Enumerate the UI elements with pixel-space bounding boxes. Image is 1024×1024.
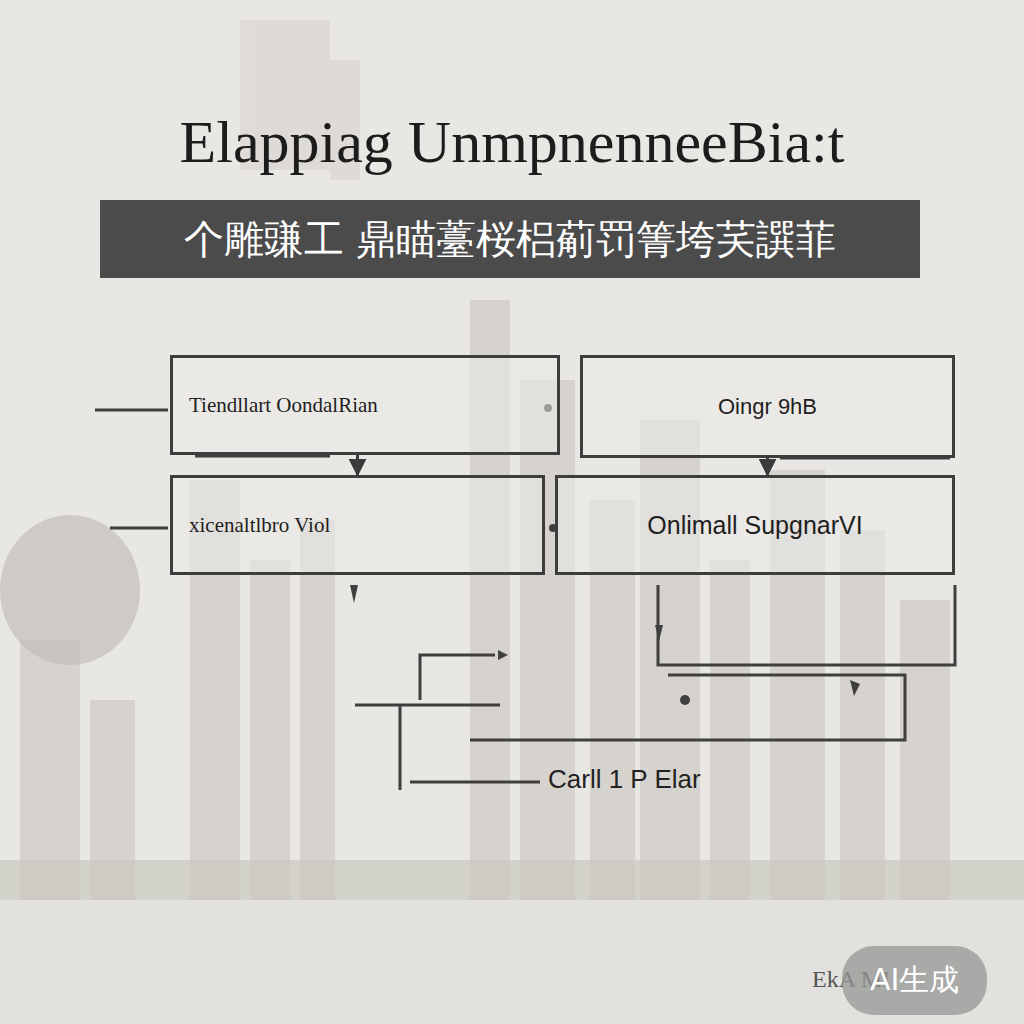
process-box: Tiendllart OondalRian xyxy=(170,355,560,455)
node-text: Tiendllart OondalRian xyxy=(189,393,378,418)
node-text: xicenaltlbro Viol xyxy=(189,513,330,538)
node-text: Onlimall SupgnarVI xyxy=(647,511,862,540)
process-box: Onlimall SupgnarVI xyxy=(555,475,955,575)
outline-frame xyxy=(470,675,905,740)
diagram-title: Elappiag UnmpnenneeBia:t xyxy=(0,108,1024,177)
note-label: Carll 1 P Elar xyxy=(548,764,701,795)
node-text: 个雕豏工 鼎瞄薹桜梠葪罚箐垮芺譔菲 xyxy=(184,212,837,267)
node-text: Oingr 9hB xyxy=(718,394,817,420)
subtitle-banner: 个雕豏工 鼎瞄薹桜梠葪罚箐垮芺譔菲 xyxy=(100,200,920,278)
flow-arrow xyxy=(356,455,359,475)
guide-line xyxy=(355,704,500,707)
input-line xyxy=(95,409,168,412)
ai-watermark: AI生成 xyxy=(842,946,987,1015)
guide-line xyxy=(399,705,402,790)
process-box: xicenaltlbro Viol xyxy=(170,475,545,575)
input-line xyxy=(110,527,168,530)
flow-arrow xyxy=(766,458,769,475)
guide-line xyxy=(420,655,495,700)
outline-frame xyxy=(658,585,955,665)
leader-line xyxy=(410,781,540,784)
process-box: Oingr 9hB xyxy=(580,355,955,458)
